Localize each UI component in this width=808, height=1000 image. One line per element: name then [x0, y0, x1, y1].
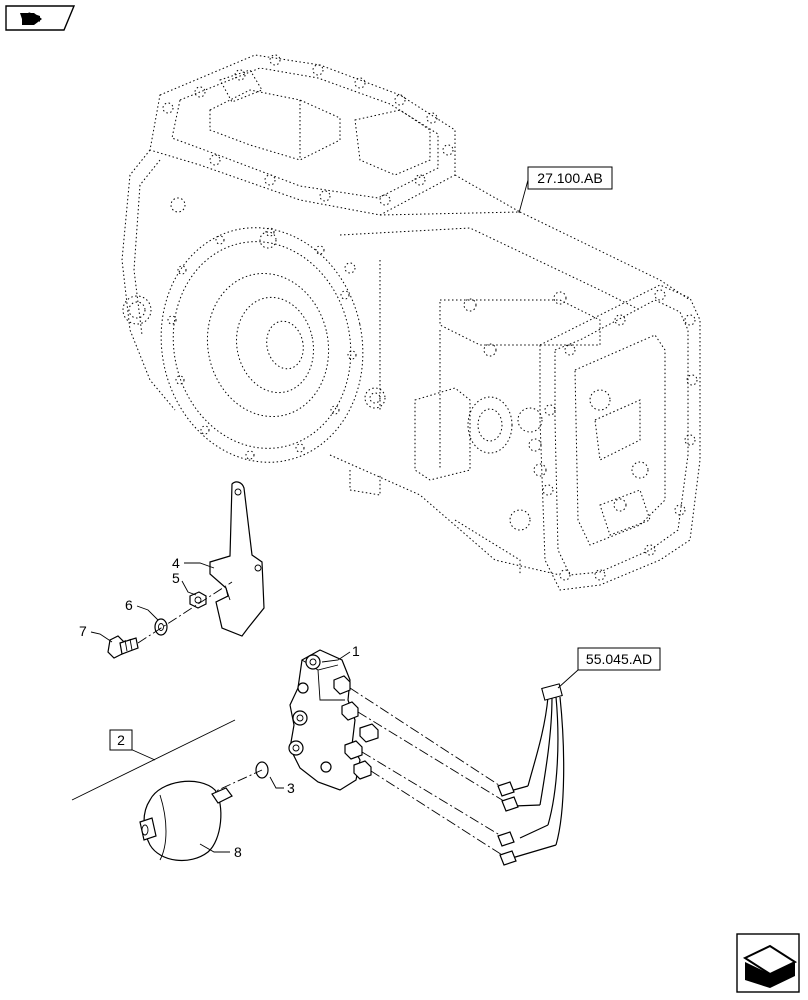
bolt	[107, 635, 139, 659]
washer	[154, 618, 168, 636]
connection-lines	[204, 687, 513, 861]
callout-3-label: 3	[287, 780, 295, 796]
callout-4: 4	[172, 555, 215, 571]
kit-reference[interactable]: 2	[71, 719, 236, 801]
valve-block	[288, 649, 379, 791]
callout-3: 3	[269, 776, 295, 796]
nut	[189, 591, 207, 609]
harness-reference-label: 55.045.AD	[586, 651, 652, 667]
callout-5: 5	[172, 570, 197, 596]
callout-4-label: 4	[172, 555, 180, 571]
callout-8: 8	[199, 843, 242, 860]
transmission-housing	[121, 54, 701, 591]
callout-1-label: 1	[352, 643, 360, 659]
bolt-axis	[137, 581, 233, 644]
callout-6-label: 6	[125, 597, 133, 613]
callout-5-label: 5	[172, 570, 180, 586]
callout-8-label: 8	[234, 844, 242, 860]
transmission-reference[interactable]: 27.100.AB	[518, 166, 613, 214]
o-ring	[255, 761, 269, 779]
callout-7-label: 7	[79, 623, 87, 639]
kit-reference-label: 2	[117, 732, 125, 748]
bracket	[209, 481, 265, 637]
page-forward-icon[interactable]	[736, 933, 800, 993]
transmission-reference-label: 27.100.AB	[537, 170, 602, 186]
harness	[497, 683, 565, 866]
page-back-icon[interactable]	[5, 5, 76, 31]
callout-1: 1	[321, 643, 360, 663]
accumulator	[139, 780, 233, 862]
callout-7: 7	[79, 623, 113, 643]
harness-reference[interactable]: 55.045.AD	[557, 647, 661, 689]
callout-6: 6	[125, 597, 159, 621]
